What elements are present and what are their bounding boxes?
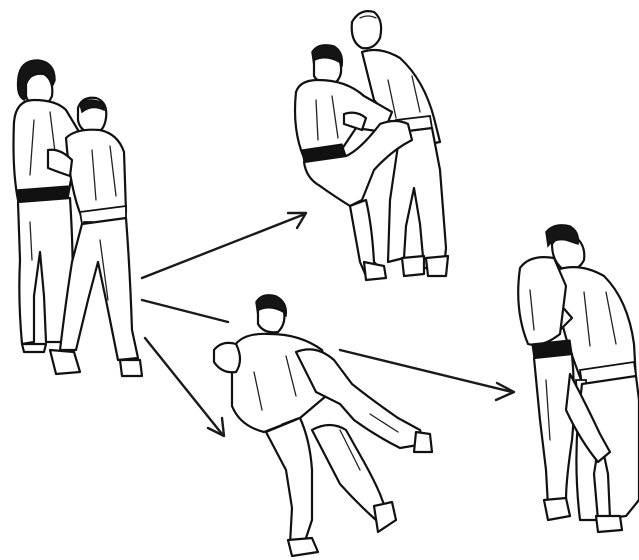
panel-lift-throw xyxy=(295,11,448,280)
panel-hip-throw xyxy=(214,295,432,556)
arrow-along-mid xyxy=(142,300,228,322)
figure-black-belt-throwing xyxy=(214,295,327,556)
figure-white-belt-thrown xyxy=(296,349,432,532)
panel-start-grip xyxy=(14,60,143,376)
arrow-to-reaping-throw xyxy=(340,350,514,400)
arrow-to-lift-throw xyxy=(142,213,306,278)
panel-reaping-throw xyxy=(518,225,639,532)
arrow-to-hip-throw xyxy=(145,338,224,436)
